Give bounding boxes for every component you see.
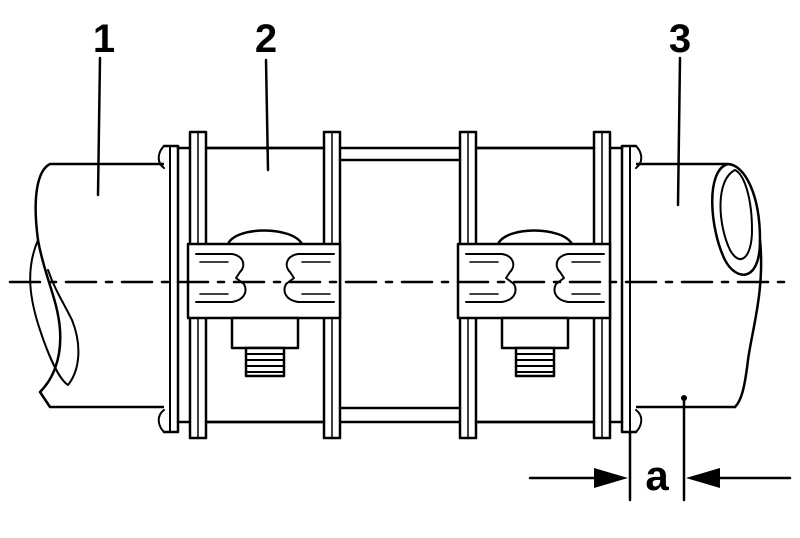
dimension-arrow-right (686, 468, 720, 488)
pipe-1-left (29, 144, 180, 434)
pipe-3-right (620, 144, 763, 434)
label-part-2: 2 (255, 17, 277, 61)
dimension-a (528, 395, 792, 502)
dimension-label: a (645, 452, 669, 499)
dimension-arrow-left (594, 468, 628, 488)
left-clamp (186, 130, 342, 440)
leader-lines (96, 56, 682, 207)
right-clamp (456, 130, 612, 440)
label-part-1: 1 (93, 17, 115, 61)
label-part-3: 3 (669, 17, 691, 61)
